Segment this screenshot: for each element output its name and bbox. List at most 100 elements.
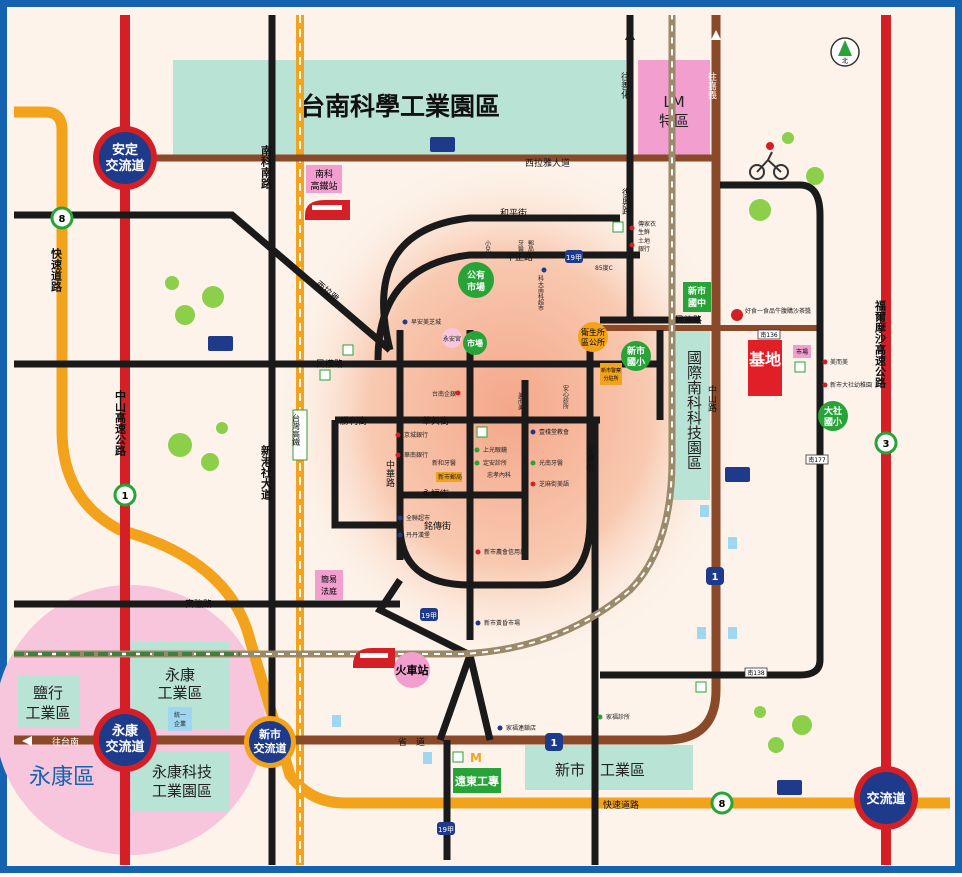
science-park-label: 台南科學工業園區 xyxy=(300,92,500,121)
svg-text:家福診所: 家福診所 xyxy=(606,713,630,721)
tongyi-label-2: 企業 xyxy=(174,720,186,728)
route-shields: 南136 南177 南138 19甲 19甲 19甲 1 1 1 3 8 8 xyxy=(50,206,898,835)
anding-interchange: 安定 交流道 xyxy=(93,126,157,190)
xinshi-elem-circle xyxy=(621,341,651,371)
yanhang-area xyxy=(18,676,80,728)
international-park-area xyxy=(672,330,710,500)
huaxing-label: 華興街 xyxy=(422,415,449,427)
north-compass-icon: 北 xyxy=(830,37,860,67)
zhongshan-road-label: 中山路 xyxy=(706,384,717,413)
svg-text:忠孝內科: 忠孝內科 xyxy=(487,471,511,479)
kuaisu-left-label: 快速道路 xyxy=(50,247,64,293)
bicycle-icon xyxy=(749,142,789,180)
court-label-2: 法庭 xyxy=(321,586,337,596)
nan177-shield: 南177 xyxy=(808,456,826,464)
svg-text:交流道: 交流道 xyxy=(866,791,905,807)
base-box xyxy=(748,340,782,396)
train-icon xyxy=(353,648,395,668)
yongfu-label: 永福街 xyxy=(422,488,449,500)
svg-text:安定: 安定 xyxy=(112,142,138,158)
dashe-elem-label-1: 大社 xyxy=(824,405,842,417)
nan138-shield: 南138 xyxy=(747,669,765,677)
zhongzheng-label: 中正路 xyxy=(506,251,533,263)
yanhang-label-2: 工業區 xyxy=(25,704,70,722)
public-market-label-1: 公有 xyxy=(467,269,485,281)
bus-icons xyxy=(208,137,802,795)
yongkang-ind-label-2: 工業區 xyxy=(157,684,202,702)
xinshi-junior-label-1: 新市 xyxy=(688,285,706,297)
r1-shield-1: 1 xyxy=(712,572,719,583)
nan136-shield: 南136 xyxy=(760,331,778,339)
yongan-label: 永安宮 xyxy=(443,335,461,343)
mcdonalds-icon: M xyxy=(470,751,482,765)
svg-text:交流道: 交流道 xyxy=(254,741,287,755)
svg-text:生鮮: 生鮮 xyxy=(638,228,650,236)
xinshi-junior-label-2: 國中 xyxy=(688,297,706,309)
svg-text:新和牙醫: 新和牙醫 xyxy=(432,459,456,467)
fuqiang-label: 富強路 xyxy=(185,598,212,610)
police-label-1: 新市警察 xyxy=(601,367,621,374)
svg-text:小兒科: 小兒科 xyxy=(484,239,491,259)
svg-text:家福連鎖店: 家福連鎖店 xyxy=(506,724,536,732)
base-label: 基地 xyxy=(748,350,781,369)
gas-station-icons xyxy=(332,505,737,764)
right-interchange: 交流道 xyxy=(854,766,918,830)
public-market-circle xyxy=(458,262,494,298)
svg-text:丹丹漢堡: 丹丹漢堡 xyxy=(406,531,430,539)
hsr-train-icon xyxy=(305,200,350,220)
fuxing-label: 復興路 xyxy=(620,187,631,216)
svg-text:芝麻街美語: 芝麻街美語 xyxy=(539,480,569,488)
svg-text:新市郵局: 新市郵局 xyxy=(438,473,462,481)
svg-text:銀行: 銀行 xyxy=(638,245,650,253)
mingchuan-label: 銘傳街 xyxy=(424,520,451,532)
svg-text:交流道: 交流道 xyxy=(105,739,144,755)
expressway-8-shield-1: 8 xyxy=(59,214,66,225)
tree-icons xyxy=(165,132,824,753)
market-circle xyxy=(463,331,487,355)
svg-text:華南銀行: 華南銀行 xyxy=(404,451,428,459)
kuaisu-bottom-label: 快速道路 xyxy=(603,799,639,811)
svg-text:全聯超市: 全聯超市 xyxy=(406,514,430,522)
arrow-up-icon-2 xyxy=(711,30,721,40)
svg-text:安心診所: 安心診所 xyxy=(562,384,569,410)
tongyi-label-1: 統一 xyxy=(174,711,186,719)
xilagaya-label: 西拉雅大道 xyxy=(525,157,570,169)
r19-shield-3: 19甲 xyxy=(438,826,454,834)
hsr-station-label-2: 高鐵站 xyxy=(310,180,337,192)
svg-text:土地: 土地 xyxy=(638,237,650,245)
freeway-1-shield: 1 xyxy=(122,491,129,502)
police-label-2: 分駐所 xyxy=(603,375,618,382)
freeway-3-shield: 3 xyxy=(883,439,890,450)
svg-text:美而美: 美而美 xyxy=(830,358,848,366)
yongkang-ind-label-1: 永康 xyxy=(165,666,195,684)
svg-text:京城銀行: 京城銀行 xyxy=(404,431,428,439)
svg-text:新市黃昏市場: 新市黃昏市場 xyxy=(484,619,520,627)
svg-text:台南企銀: 台南企銀 xyxy=(432,390,456,398)
train-station-circle xyxy=(394,652,430,688)
court-box xyxy=(315,570,343,600)
town-office-circle xyxy=(578,322,608,352)
provincial-road-1 xyxy=(14,15,721,745)
sheng-label: 省 道 xyxy=(398,736,425,748)
dashe-elem-circle xyxy=(818,401,848,431)
svg-text:美而美: 美而美 xyxy=(517,391,524,411)
minzu-label: 民族路 xyxy=(675,314,702,326)
hsr-label: 台灣高鐵 xyxy=(292,413,301,447)
train-station-label: 火車站 xyxy=(396,663,429,677)
science-park-area xyxy=(173,60,626,155)
xinshi-junior-box xyxy=(683,282,711,312)
r1-shield-2: 1 xyxy=(551,738,558,749)
shengli-label: 勝利街 xyxy=(340,415,367,427)
international-park-label: 國際南科科技園區 xyxy=(685,350,703,470)
town-office-label-2: 區公所 xyxy=(581,337,605,347)
svg-text:新市農會信用部: 新市農會信用部 xyxy=(484,548,526,556)
svg-text:早安美芝城: 早安美芝城 xyxy=(411,318,441,326)
xingang-label: 新港社大道 xyxy=(260,444,274,501)
svg-text:壹棧堂教會: 壹棧堂教會 xyxy=(539,428,569,436)
poi-list: 傳家衣 生鮮 土地 銀行 小兒科 牙醫 郵局 85度C 科大南科超市 早安美芝城… xyxy=(395,220,872,732)
svg-text:北: 北 xyxy=(842,57,848,65)
xinshi-elem-label-1: 新市 xyxy=(627,345,645,357)
svg-text:交流道: 交流道 xyxy=(105,158,144,174)
base-market-label: 市場 xyxy=(796,348,808,356)
